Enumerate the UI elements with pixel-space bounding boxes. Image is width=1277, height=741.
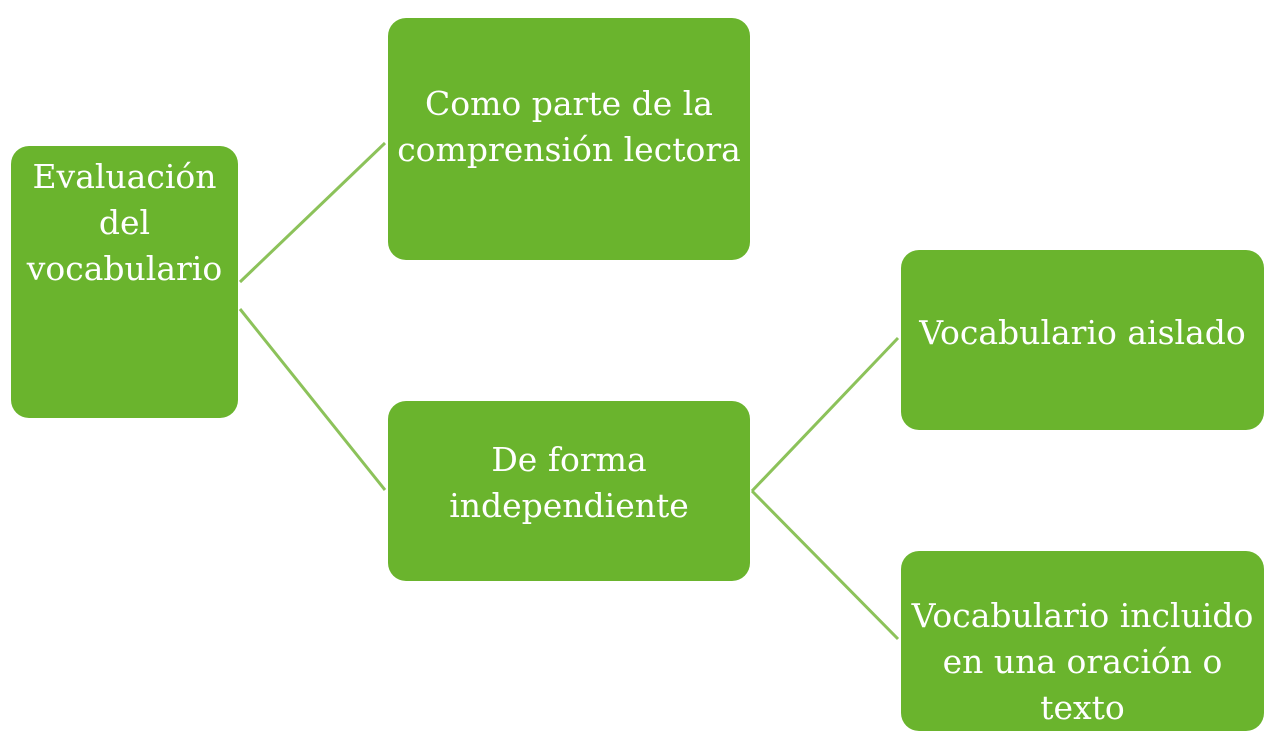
connector-root-comprension: [238, 141, 387, 284]
node-vocabulario-incluido: Vocabulario incluido en una oración o te…: [901, 551, 1264, 731]
connector-root-independiente: [238, 308, 387, 491]
node-vocabulario-aislado: Vocabulario aislado: [901, 250, 1264, 430]
connector-independiente-incluido: [750, 489, 900, 641]
node-forma-independiente: De forma independiente: [388, 401, 750, 581]
node-evaluacion-vocabulario: Evaluación del vocabulario: [11, 146, 238, 418]
node-label: Como parte de la comprensión lectora: [397, 84, 741, 169]
node-comprension-lectora: Como parte de la comprensión lectora: [388, 18, 750, 260]
node-label: Vocabulario aislado: [919, 313, 1246, 352]
connector-independiente-aislado: [750, 336, 900, 493]
node-label: Evaluación del vocabulario: [26, 157, 223, 288]
node-label: Vocabulario incluido en una oración o te…: [911, 596, 1254, 727]
node-label: De forma independiente: [449, 440, 689, 525]
